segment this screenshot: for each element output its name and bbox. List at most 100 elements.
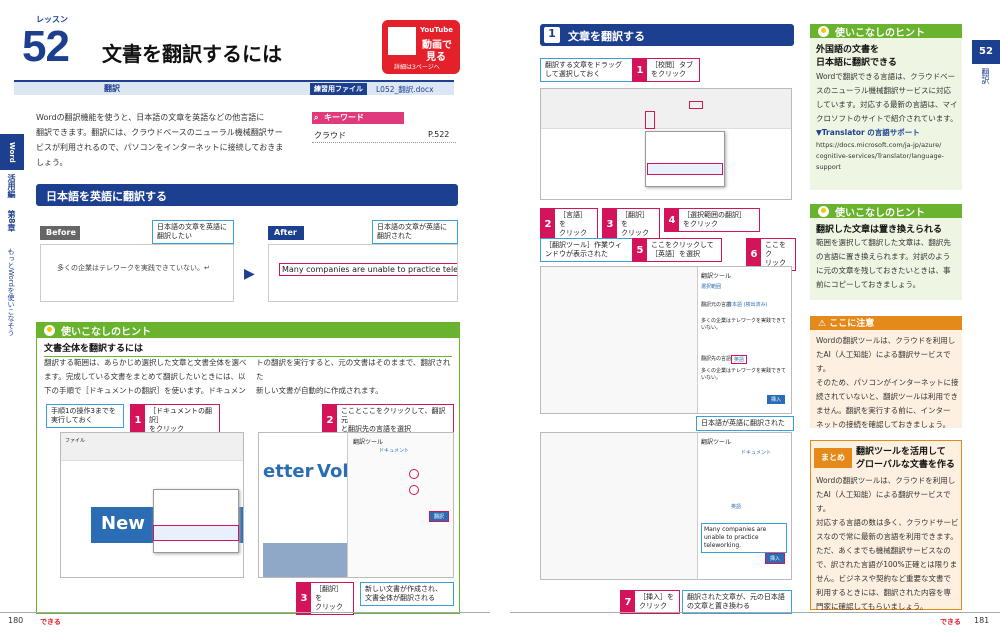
hint1-box: [810, 24, 962, 190]
lang-dropdown-from[interactable]: [409, 469, 419, 479]
banner-text: New: [101, 513, 145, 534]
title-line: 日本語に翻訳できる: [816, 58, 897, 68]
callout-line: クリック: [315, 603, 343, 611]
callout-r5: 5 ここをクリックして ［英語］を選択: [632, 238, 722, 262]
translate-pane: [347, 433, 453, 577]
translate-selection-item[interactable]: [647, 163, 723, 175]
callout-line: クリック: [639, 602, 667, 610]
translate-button[interactable]: 翻訳: [429, 511, 450, 522]
note-line: 翻訳する文章をドラッグ: [545, 61, 622, 69]
callout-line: ［選択範囲の翻訳］: [683, 211, 746, 219]
body-line: しています。対応する最新の言語は、マイ: [816, 100, 958, 109]
lesson-tab-label: 翻訳: [981, 68, 990, 84]
note-line: 新しい文書が作成され、: [365, 585, 443, 593]
step1-title: 文章を翻訳する: [568, 30, 645, 43]
url-line[interactable]: cognitive-services/Translator/language-: [816, 152, 944, 160]
pane-to-label: 翻訳先の言語: [701, 356, 732, 362]
after-doc: Many companies are unable to practice te…: [268, 244, 458, 302]
keyword-term: クラウド: [314, 131, 346, 140]
callout-3: 3 ［翻訳］を クリック: [296, 582, 354, 615]
pane-en-result: Many companies are unable to practice te…: [701, 523, 787, 553]
language-button[interactable]: [645, 111, 655, 129]
body-line: で、訳された言語が100%正確とは限りま: [816, 560, 958, 569]
pane: [697, 267, 791, 413]
youtube-badge[interactable]: YouTube 動画で 見る 詳細は3ページへ: [382, 20, 460, 74]
pane-tab-selection[interactable]: 選択範囲: [701, 284, 722, 290]
tip-line: トの翻訳を実行すると、元の文書はそのままで、翻訳された: [256, 358, 451, 381]
callout-2: 2 こことここをクリックして、翻訳元 と翻訳先の言語を選択: [322, 404, 454, 437]
intro-line: 翻訳できます。翻訳には、クラウドベースのニューラル機械翻訳サー: [36, 128, 283, 137]
step-number: 1: [131, 405, 145, 436]
callout-line: をクリック: [651, 70, 686, 78]
practice-label: 練習用ファイル: [310, 83, 367, 95]
tip-label: 使いこなしのヒント: [61, 326, 151, 338]
pane-tab-doc[interactable]: ドキュメント: [379, 448, 410, 454]
yt-sub: 詳細は3ページへ: [394, 64, 440, 71]
body-line: 対応する言語の数は多く、クラウドサービ: [816, 518, 959, 527]
pane-to-value[interactable]: 英語: [731, 504, 742, 510]
pane-insert-button[interactable]: 挿入: [765, 553, 786, 564]
intro-text: Wordの翻訳機能を使うと、日本語の文章を英語などの他言語に 翻訳できます。翻訳…: [36, 110, 306, 170]
pane-insert-button[interactable]: 挿入: [767, 395, 786, 404]
hint1-title: 外国語の文書を 日本語に翻訳できる: [816, 42, 897, 68]
body-line: の言語に置き換えられます。対訳のよう: [816, 252, 951, 261]
callout-line: ［英語］を選択: [651, 250, 700, 258]
pane-jp-result: 多くの企業はテレワークを実践できていない。: [701, 368, 787, 381]
body-line: 利用するときには、翻訳された内容を専: [816, 588, 951, 597]
publisher-logo: できる: [40, 618, 61, 626]
tip-line: 翻訳する範囲は、あらかじめ選択した文章と文書全体を選べ: [44, 358, 247, 367]
callout-line: こことここをクリックして、翻訳元: [341, 407, 446, 424]
tip-body-right: トの翻訳を実行すると、元の文書はそのままで、翻訳された 新しい文書が自動的に作成…: [256, 356, 456, 398]
lesson-number: 52: [22, 22, 70, 71]
step1-header: 1 文章を翻訳する: [540, 24, 794, 46]
before-text: 多くの企業はテレワークを実践できていない。↵: [57, 264, 210, 272]
body-line: ません。翻訳を実行する前に、インター: [816, 406, 951, 415]
pane-tab-doc[interactable]: ドキュメント: [741, 450, 772, 456]
url-line[interactable]: https://docs.microsoft.com/ja-jp/azure/: [816, 141, 942, 149]
after-note: 日本語の文章が英語に 翻訳された: [372, 220, 458, 244]
keyword-page: P.522: [428, 130, 450, 139]
pane-to-value[interactable]: 英語: [731, 355, 748, 364]
arrow-icon: ▶: [244, 266, 255, 282]
doc-photo: [263, 543, 347, 577]
title-line: 外国語の文書を: [816, 45, 880, 55]
keyword-title: キーワード: [324, 113, 364, 122]
note-translated: 日本語が英語に翻訳された: [696, 416, 794, 431]
section-header: 日本語を英語に翻訳する: [36, 184, 458, 206]
lightbulb-icon: [818, 205, 829, 217]
callout-r2: 2 ［言語］を クリック: [540, 208, 598, 241]
warning-icon: ⚠: [818, 319, 827, 329]
hint-label: 使いこなしのヒント: [835, 207, 925, 219]
ribbon-tab-file[interactable]: ファイル: [65, 438, 86, 444]
page-title: 文書を翻訳するには: [102, 42, 282, 66]
menu-highlight[interactable]: [153, 525, 239, 541]
pane-title: 翻訳ツール: [701, 273, 732, 280]
tip-line: 新しい文書が自動的に作成されます。: [256, 386, 383, 395]
screenshot-word-ribbon: ファイル New: [60, 432, 244, 578]
hint2-body: 範囲を選択して翻訳した文章は、翻訳先 の言語に置き換えられます。対訳のよう に元…: [816, 236, 960, 292]
step-number: 1: [633, 59, 647, 81]
step-a-note: 手順1の操作3までを 実行しておく: [46, 404, 124, 428]
body-line: 範囲を選択して翻訳した文章は、翻訳先: [816, 238, 951, 247]
body-line: Wordで翻訳できる言語は、クラウドベー: [816, 72, 956, 81]
note-line: ンドウが表示された: [545, 250, 608, 258]
after-text: Many companies are unable to practice te…: [279, 263, 457, 276]
step-number: 4: [665, 209, 679, 231]
lesson-tab: 52: [972, 40, 1000, 64]
publisher-logo: できる: [940, 618, 961, 626]
callout-r1: 1 ［校閲］タブ をクリック: [632, 58, 700, 82]
note-line: 翻訳したい: [157, 232, 192, 240]
ribbon-bar: [61, 433, 243, 461]
summary-box: [810, 440, 962, 610]
hint2-box: [810, 204, 962, 300]
url-line[interactable]: support: [816, 163, 841, 171]
callout-line: ここをク: [765, 241, 786, 258]
body-line: せん。ビジネスや契約など重要な文書で: [816, 574, 951, 583]
review-tab-highlight[interactable]: [689, 101, 703, 109]
lang-dropdown-to[interactable]: [409, 485, 419, 495]
pane-from-value[interactable]: 日本語 (検出済み): [727, 302, 768, 308]
side-category: 活用編: [7, 174, 16, 198]
qr-code-icon: [388, 27, 416, 55]
callout-r6: 6 ここをク リック: [746, 238, 796, 271]
footer-rule: [0, 612, 490, 613]
